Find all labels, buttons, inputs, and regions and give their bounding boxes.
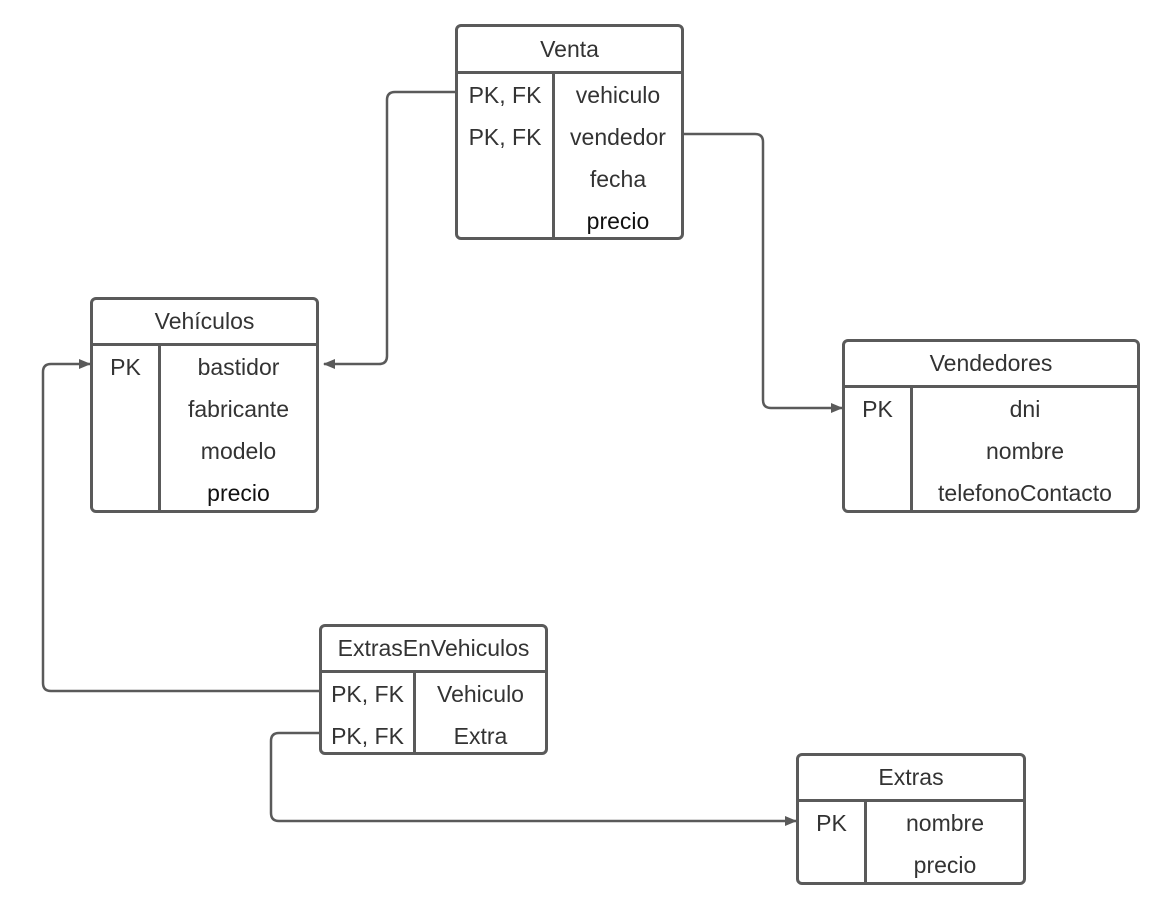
entity-venta-title: Venta: [458, 27, 681, 74]
extras-en-vehiculos-attr-vehiculo: Vehiculo: [437, 680, 524, 707]
venta-key-2: PK, FK: [468, 123, 542, 150]
vendedores-attr-telefono: telefonoContacto: [938, 479, 1112, 506]
entity-vehiculos-title: Vehículos: [93, 300, 316, 346]
entity-extras-en-vehiculos-title: ExtrasEnVehiculos: [322, 627, 545, 673]
vendedores-key-3: [845, 472, 910, 510]
extras-key-2: [799, 844, 864, 882]
entity-venta[interactable]: Venta PK, FK PK, FK vehiculo vendedor fe…: [455, 24, 684, 240]
entity-vehiculos[interactable]: Vehículos PK bastidor fabricante modelo …: [90, 297, 319, 513]
entity-vendedores-title: Vendedores: [845, 342, 1137, 388]
venta-attr-fecha: fecha: [589, 165, 647, 192]
vendedores-key-2: [845, 430, 910, 472]
connector-venta-vehiculo-to-vehiculos: [323, 90, 455, 369]
connector-extrasenvehiculos-extra-to-extras: [269, 731, 797, 826]
extras-en-vehiculos-attr-extra: Extra: [453, 722, 508, 749]
extras-key-1: PK: [816, 809, 847, 836]
vehiculos-key-3: [93, 430, 158, 472]
venta-attr-precio: precio: [586, 207, 650, 234]
vehiculos-attr-precio: precio: [207, 479, 270, 506]
vehiculos-attr-fabricante: fabricante: [187, 395, 289, 422]
venta-key-3: [458, 158, 552, 200]
vendedores-key-1: PK: [862, 395, 893, 422]
vehiculos-key-4: [93, 472, 158, 510]
vehiculos-key-2: [93, 388, 158, 430]
connector-venta-vendedor-to-vendedores: [683, 132, 843, 413]
vehiculos-attr-modelo: modelo: [200, 437, 277, 464]
connector-extrasenvehiculos-vehiculo-to-vehiculos: [41, 359, 319, 693]
venta-attr-vendedor: vendedor: [570, 123, 666, 150]
extras-attr-nombre: nombre: [906, 809, 984, 836]
vendedores-attr-nombre: nombre: [986, 437, 1064, 464]
entity-extras-en-vehiculos[interactable]: ExtrasEnVehiculos PK, FK PK, FK Vehiculo…: [319, 624, 548, 755]
vehiculos-key-1: PK: [110, 353, 141, 380]
entity-extras-title: Extras: [799, 756, 1023, 802]
extras-attr-precio: precio: [913, 851, 977, 878]
vehiculos-attr-bastidor: bastidor: [197, 353, 280, 380]
venta-attr-vehiculo: vehiculo: [575, 81, 661, 108]
vendedores-attr-dni: dni: [1009, 395, 1041, 422]
extras-en-vehiculos-key-2: PK, FK: [331, 722, 404, 749]
venta-key-4: [458, 200, 552, 237]
entity-extras[interactable]: Extras PK nombre precio: [796, 753, 1026, 885]
venta-key-1: PK, FK: [468, 81, 542, 108]
extras-en-vehiculos-key-1: PK, FK: [331, 680, 404, 707]
entity-vendedores[interactable]: Vendedores PK dni nombre telefonoContact…: [842, 339, 1140, 513]
